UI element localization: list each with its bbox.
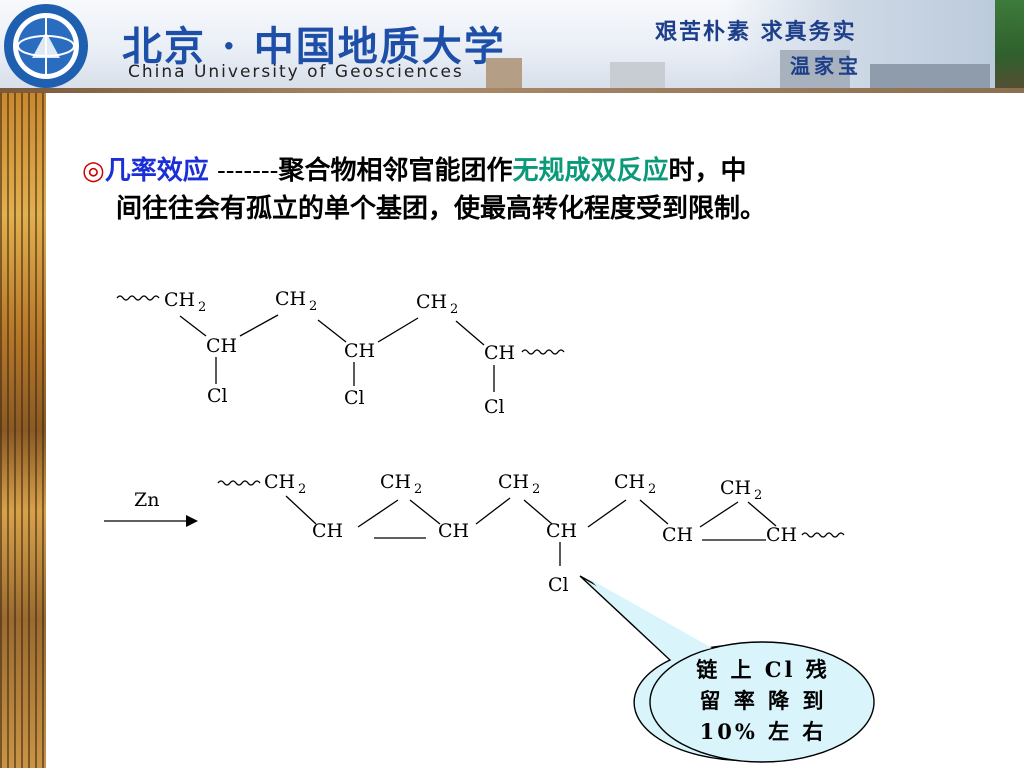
bond-line <box>317 319 347 343</box>
ch-label: CH <box>662 524 693 546</box>
cl-label: Cl <box>344 387 365 409</box>
ch-label: CH <box>438 520 469 542</box>
term-label: 几率效应 <box>104 156 209 186</box>
ch-label: CH <box>484 342 515 364</box>
bond-line <box>239 314 279 337</box>
banner-divider <box>0 88 1024 93</box>
reagent-label: Zn <box>134 489 159 511</box>
ch2-label: CH <box>416 291 447 313</box>
ch-label: CH <box>206 335 237 357</box>
bond-line <box>639 499 669 525</box>
bond-line <box>285 495 317 525</box>
wavy-bond <box>521 349 565 355</box>
ch2-label: CH <box>264 471 295 493</box>
banner-building <box>870 64 990 88</box>
ch-label: CH <box>344 340 375 362</box>
cl-label: Cl <box>484 396 505 418</box>
ch2-label: CH <box>498 471 529 493</box>
ch2-label: CH <box>275 288 306 310</box>
wavy-bond <box>801 532 845 538</box>
bond-line <box>699 501 739 528</box>
dash-separator: ------- <box>208 156 279 186</box>
subscript-2: 2 <box>309 299 317 314</box>
subscript-2: 2 <box>532 482 540 497</box>
ch2-label: CH <box>614 471 645 493</box>
ch-label: CH <box>766 524 797 546</box>
subscript-2: 2 <box>198 300 206 315</box>
ch-label: CH <box>546 520 577 542</box>
ch2-label: CH <box>164 289 195 311</box>
subscript-2: 2 <box>298 482 306 497</box>
ch2-label: CH <box>720 477 751 499</box>
bond-line <box>587 499 627 528</box>
motto-line-1: 艰苦朴素 求真务实 <box>655 19 857 45</box>
subscript-2: 2 <box>754 488 762 503</box>
banner-building <box>610 62 665 88</box>
bullet-icon: ◎ <box>82 156 105 186</box>
university-title-en: China University of Geosciences <box>128 62 464 82</box>
paragraph-line-2: 间往往会有孤立的单个基团，使最高转化程度受到限制。 <box>116 194 767 224</box>
bond-line <box>475 497 511 525</box>
decorative-side-strip <box>0 93 46 768</box>
paragraph-text-a: 聚合物相邻官能团作 <box>278 156 513 186</box>
highlight-text: 无规成双反应 <box>512 156 669 186</box>
ch2-label: CH <box>380 471 411 493</box>
callout-ellipse <box>649 641 875 763</box>
ch-label: CH <box>312 520 343 542</box>
bond-line <box>179 315 207 337</box>
subscript-2: 2 <box>648 482 656 497</box>
bond-line <box>377 317 419 343</box>
wavy-bond <box>116 295 160 301</box>
callout-line-3: 10% 左 右 <box>699 719 827 744</box>
callout-line-2: 留 率 降 到 <box>699 688 827 713</box>
header-banner: 北京 · 中国地质大学 China University of Geoscien… <box>0 0 1024 93</box>
subscript-2: 2 <box>414 482 422 497</box>
university-logo-icon <box>4 4 88 88</box>
subscript-2: 2 <box>450 302 458 317</box>
callout-tail-fill <box>588 578 712 658</box>
banner-tree <box>995 0 1024 93</box>
bond-line <box>409 499 441 525</box>
main-paragraph: ◎几率效应 -------聚合物相邻官能团作无规成双反应时，中 间往往会有孤立的… <box>82 152 962 228</box>
banner-building <box>486 58 522 88</box>
paragraph-text-b: 时，中 <box>668 156 747 186</box>
bond-line <box>747 501 777 527</box>
wavy-bond <box>217 480 261 486</box>
callout-line-1: 链 上 Cl 残 <box>696 657 830 682</box>
cl-label: Cl <box>548 574 569 596</box>
university-title-cn: 北京 · 中国地质大学 <box>122 23 506 70</box>
bond-line <box>357 499 399 528</box>
callout-text: 链 上 Cl 残 留 率 降 到 10% 左 右 <box>683 654 843 747</box>
banner-building <box>780 50 850 88</box>
bond-line <box>455 320 485 346</box>
cl-label: Cl <box>207 385 228 407</box>
bond-line <box>523 499 553 525</box>
arrow-head-icon <box>186 515 198 527</box>
motto-line-2: 温家宝 <box>790 54 862 78</box>
